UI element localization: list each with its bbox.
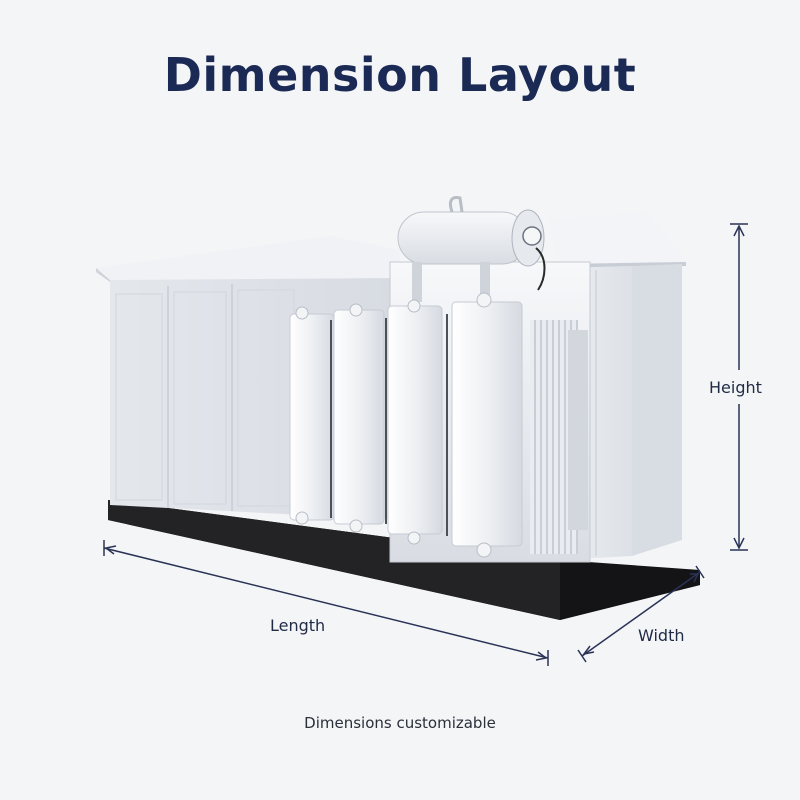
length-label: Length <box>270 616 326 635</box>
length-dimension-line <box>103 540 549 666</box>
height-dimension-line <box>730 223 748 551</box>
footnote: Dimensions customizable <box>304 714 496 732</box>
page-title: Dimension Layout <box>163 48 637 102</box>
radiator-panels <box>289 292 523 558</box>
conservator-tank <box>397 196 546 302</box>
width-label: Width <box>638 626 685 645</box>
height-label: Height <box>709 378 762 397</box>
width-dimension-line <box>577 565 705 663</box>
